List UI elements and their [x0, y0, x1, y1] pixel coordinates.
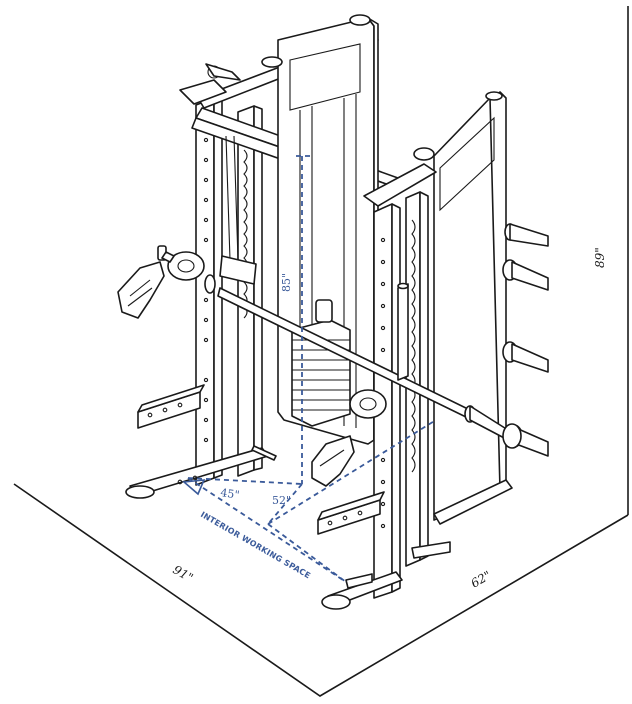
depth-arrow-icon	[182, 479, 206, 496]
interior-depth-label: 45"	[220, 486, 241, 502]
interior-width-label: 52"	[272, 494, 291, 507]
interior-width-line	[267, 419, 437, 525]
left-upright-assembly	[125, 97, 277, 499]
overall-length-label: 91"	[171, 562, 196, 585]
vertical-post	[397, 282, 409, 381]
interior-depth-line	[187, 477, 303, 485]
right-rear-tower	[433, 91, 549, 525]
right-pulley-handle	[311, 389, 387, 487]
interior-height-label: 85"	[280, 273, 293, 292]
interior-space-label: INTERIOR WORKING SPACE	[199, 510, 312, 580]
interior-dimension-lines	[182, 155, 437, 583]
left-pulley-handle	[117, 245, 205, 319]
overall-height-label: 89"	[593, 247, 607, 268]
upper-cable	[219, 135, 257, 285]
barbell	[204, 274, 522, 449]
overall-width-label: 62"	[469, 568, 494, 591]
weight-stack-tower	[261, 14, 379, 445]
floor-outline	[13, 6, 629, 697]
